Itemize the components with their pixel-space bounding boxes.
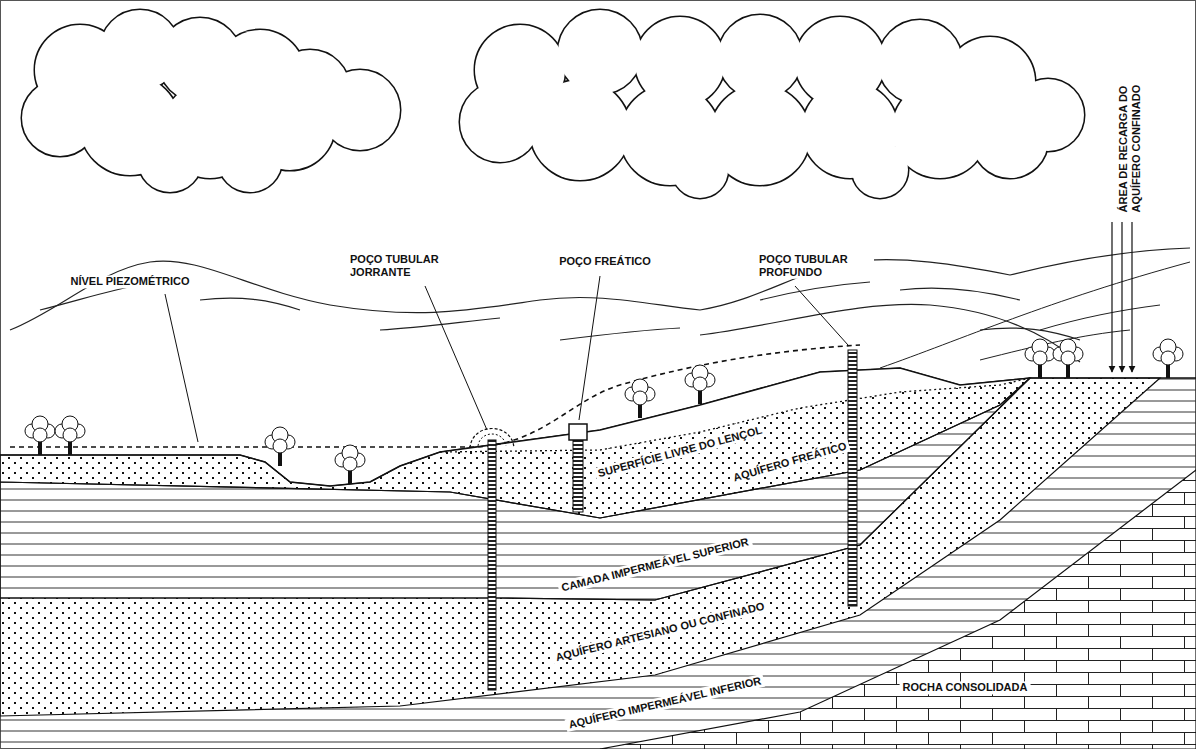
flowing-well-label: POÇO TUBULAR JORRANTE — [347, 253, 465, 279]
layer-label: CAMADA IMPERMEÁVEL SUPERIOR — [557, 535, 753, 596]
layer-label: AQUÍFERO ARTESIANO OU CONFINADO — [551, 599, 768, 665]
layer-label: AQUÍFERO FREÁTICO — [729, 439, 851, 486]
rock-label: ROCHA CONSOLIDADA — [900, 681, 1031, 694]
layer-label: AQUÍFERO IMPERMEÁVEL INFERIOR — [565, 674, 766, 733]
piezometric-level-label: NÍVEL PIEZOMÉTRICO — [68, 275, 193, 288]
phreatic-well-label: POÇO FREÁTICO — [556, 255, 654, 268]
deep-well-label: POÇO TUBULAR PROFUNDO — [756, 253, 874, 279]
recharge-area-label: ÁREA DE RECARGA DO AQUÍFERO CONFINADO — [1117, 35, 1143, 216]
